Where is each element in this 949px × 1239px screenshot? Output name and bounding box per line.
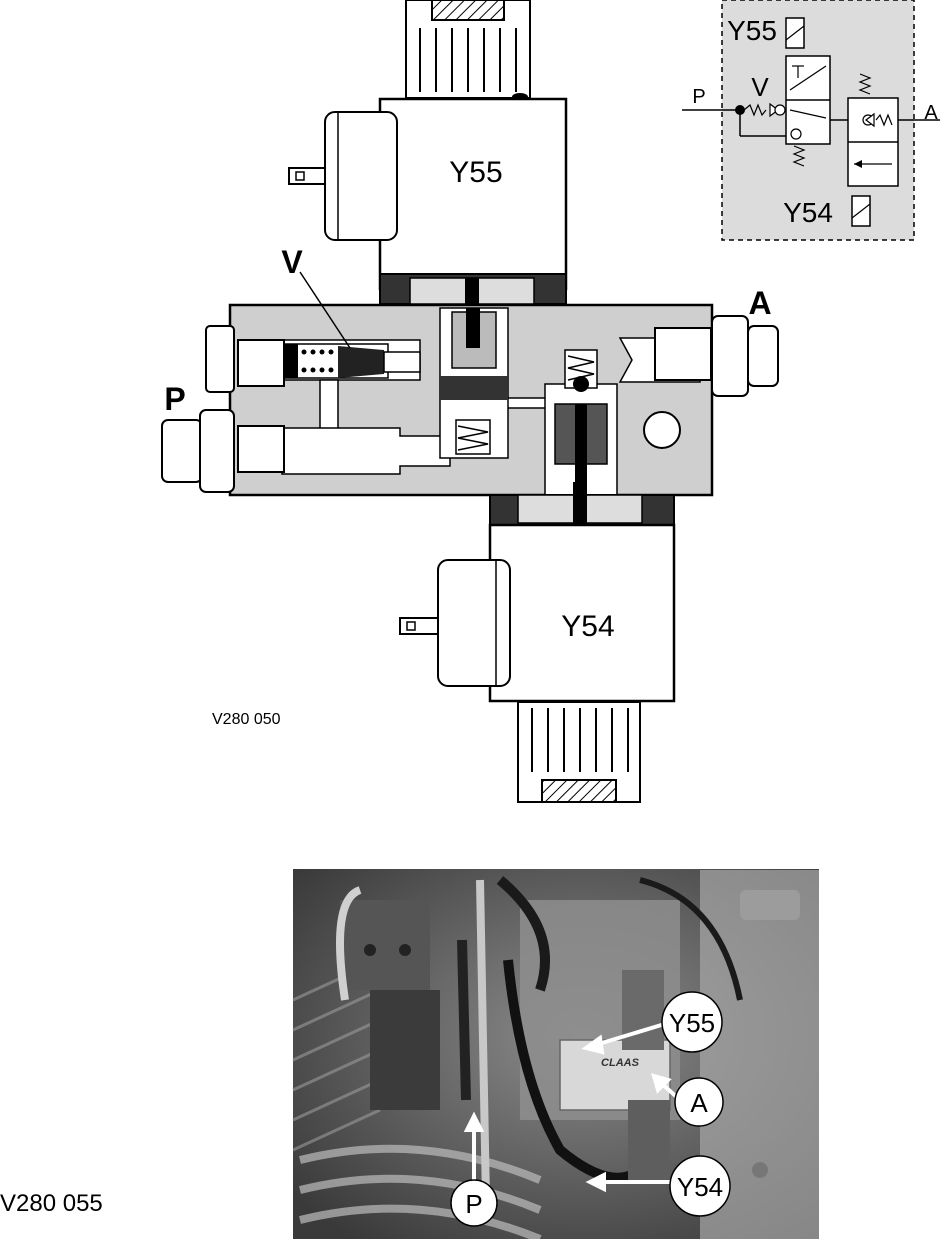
label-y55: Y55 bbox=[449, 156, 502, 189]
figure-code-bottom: V280 055 bbox=[0, 1190, 103, 1217]
valve-cross-section: Y55 Y54 V P A V280 050 bbox=[161, 0, 779, 803]
port-p-fitting bbox=[161, 325, 285, 493]
hydraulic-schematic: Y55 Y54 V P A bbox=[682, 0, 940, 241]
callout-a-circle bbox=[674, 1077, 724, 1127]
schematic-label-a: A bbox=[924, 102, 938, 124]
callout-y54: Y54 bbox=[677, 1172, 723, 1202]
claas-label: CLAAS bbox=[601, 1057, 640, 1069]
schematic-label-y55: Y55 bbox=[727, 15, 777, 46]
callout-y55: Y55 bbox=[669, 1008, 715, 1038]
callout-y55-circle bbox=[661, 991, 723, 1053]
valve-block bbox=[228, 303, 714, 497]
lower-knob bbox=[517, 701, 641, 803]
v-leader-line bbox=[299, 271, 351, 349]
label-a: A bbox=[748, 285, 771, 321]
port-a-fitting bbox=[654, 315, 779, 397]
schematic-label-v: V bbox=[751, 72, 769, 102]
label-p: P bbox=[164, 381, 185, 417]
solenoid-y54-body bbox=[399, 482, 676, 703]
label-y54: Y54 bbox=[561, 610, 614, 643]
callout-a: A bbox=[690, 1088, 708, 1118]
schematic-label-p: P bbox=[692, 86, 705, 108]
solenoid-y55-body bbox=[288, 97, 568, 305]
figure-code-top: V280 050 bbox=[212, 711, 281, 728]
schematic-label-y54: Y54 bbox=[783, 197, 833, 228]
upper-knob bbox=[405, 0, 531, 101]
callout-p-circle bbox=[450, 1179, 498, 1227]
callout-p: P bbox=[465, 1189, 482, 1219]
installation-photo: CLAAS Y55 A Y54 P bbox=[292, 869, 819, 1239]
label-v: V bbox=[281, 244, 303, 280]
callout-y54-circle bbox=[669, 1155, 731, 1217]
